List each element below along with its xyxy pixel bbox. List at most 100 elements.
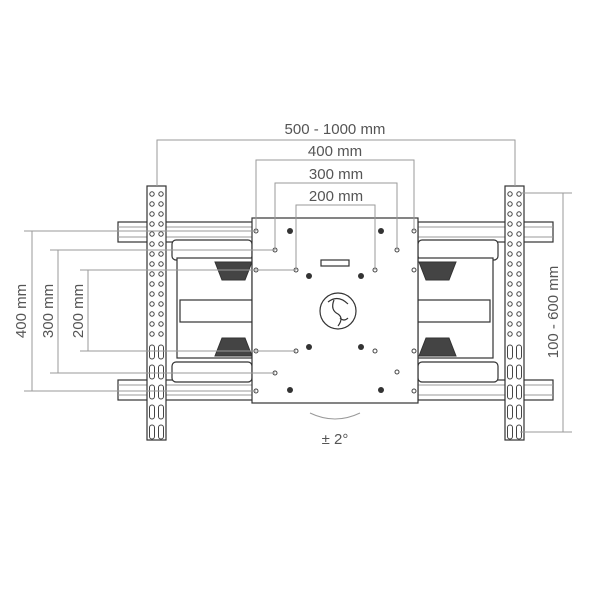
vesa-hole xyxy=(372,348,378,354)
brand-logo-icon xyxy=(319,292,357,330)
upright-hole xyxy=(516,301,522,307)
upright-hole xyxy=(149,211,155,217)
upright-hole xyxy=(149,191,155,197)
upright-hole xyxy=(516,201,522,207)
upright-hole xyxy=(507,281,513,287)
upright-hole xyxy=(507,191,513,197)
vesa-v-300-label: 300 mm xyxy=(40,284,57,338)
upright-hole xyxy=(158,291,164,297)
upright-hole xyxy=(158,201,164,207)
upright-slot xyxy=(158,384,164,400)
screw xyxy=(306,344,312,350)
upright-hole xyxy=(516,271,522,277)
upright-hole xyxy=(507,321,513,327)
vesa-h-200-label: 200 mm xyxy=(309,188,363,205)
upright-slot xyxy=(158,404,164,420)
upright-hole xyxy=(149,301,155,307)
screw xyxy=(287,228,293,234)
upright-hole xyxy=(149,281,155,287)
upright-hole xyxy=(149,271,155,277)
upright-hole xyxy=(158,311,164,317)
upright-hole xyxy=(149,201,155,207)
vesa-hole xyxy=(411,348,417,354)
upright-slot xyxy=(149,364,155,380)
screw xyxy=(378,228,384,234)
upright-slot xyxy=(507,344,513,360)
upright-slot xyxy=(149,424,155,440)
screw xyxy=(358,273,364,279)
upright-hole xyxy=(516,311,522,317)
upright-slot xyxy=(149,344,155,360)
vesa-hole xyxy=(411,388,417,394)
vesa-h-300-label: 300 mm xyxy=(309,166,363,183)
upright-slot xyxy=(507,424,513,440)
upright-hole xyxy=(158,211,164,217)
upright-hole xyxy=(149,291,155,297)
upright-hole xyxy=(158,321,164,327)
upright-hole xyxy=(158,301,164,307)
vesa-hole xyxy=(394,369,400,375)
upright-hole xyxy=(516,281,522,287)
upright-hole xyxy=(516,291,522,297)
upright-hole xyxy=(158,281,164,287)
upright-hole xyxy=(516,231,522,237)
upright-hole xyxy=(507,251,513,257)
upright-slot xyxy=(507,364,513,380)
upright-hole xyxy=(507,211,513,217)
vesa-v-200-label: 200 mm xyxy=(70,284,87,338)
upright-hole xyxy=(516,221,522,227)
upright-hole xyxy=(507,311,513,317)
upright-slot xyxy=(158,344,164,360)
upright-hole xyxy=(516,261,522,267)
upright-hole xyxy=(516,191,522,197)
upright-hole xyxy=(158,331,164,337)
upright-hole xyxy=(158,191,164,197)
upright-slot xyxy=(149,384,155,400)
upright-slot xyxy=(516,344,522,360)
upright-slot xyxy=(158,424,164,440)
articulating-arms xyxy=(171,239,499,383)
upright-hole xyxy=(507,261,513,267)
upright-hole xyxy=(158,251,164,257)
screw xyxy=(358,344,364,350)
screw xyxy=(287,387,293,393)
screw xyxy=(378,387,384,393)
upright-hole xyxy=(516,241,522,247)
upright-slot xyxy=(516,364,522,380)
vertical-adjust-label: 100 - 600 mm xyxy=(545,266,562,359)
upright-hole xyxy=(158,231,164,237)
upright-hole xyxy=(149,331,155,337)
upright-hole xyxy=(149,311,155,317)
upright-slot xyxy=(516,404,522,420)
upright-hole xyxy=(158,261,164,267)
width-range-label: 500 - 1000 mm xyxy=(285,121,386,138)
dimension-lines xyxy=(24,139,572,433)
vesa-hole xyxy=(411,267,417,273)
upright-hole xyxy=(516,251,522,257)
upright-hole xyxy=(507,291,513,297)
upright-slot xyxy=(516,384,522,400)
upright-hole xyxy=(507,301,513,307)
vesa-h-400-label: 400 mm xyxy=(308,143,362,160)
upright-hole xyxy=(516,321,522,327)
vesa-v-400-label: 400 mm xyxy=(13,284,30,338)
tilt-label: ± 2° xyxy=(322,431,349,448)
upright-hole xyxy=(507,201,513,207)
upright-slot xyxy=(149,404,155,420)
upright-hole xyxy=(507,331,513,337)
upright-hole xyxy=(158,241,164,247)
upright-hole xyxy=(158,221,164,227)
upright-hole xyxy=(149,321,155,327)
upright-slot xyxy=(507,404,513,420)
upright-hole xyxy=(507,241,513,247)
upright-hole xyxy=(158,271,164,277)
upright-hole xyxy=(149,221,155,227)
upright-hole xyxy=(149,231,155,237)
upright-hole xyxy=(507,221,513,227)
upright-hole xyxy=(149,251,155,257)
upright-hole xyxy=(516,211,522,217)
upright-slot xyxy=(158,364,164,380)
vesa-plate xyxy=(251,217,419,404)
